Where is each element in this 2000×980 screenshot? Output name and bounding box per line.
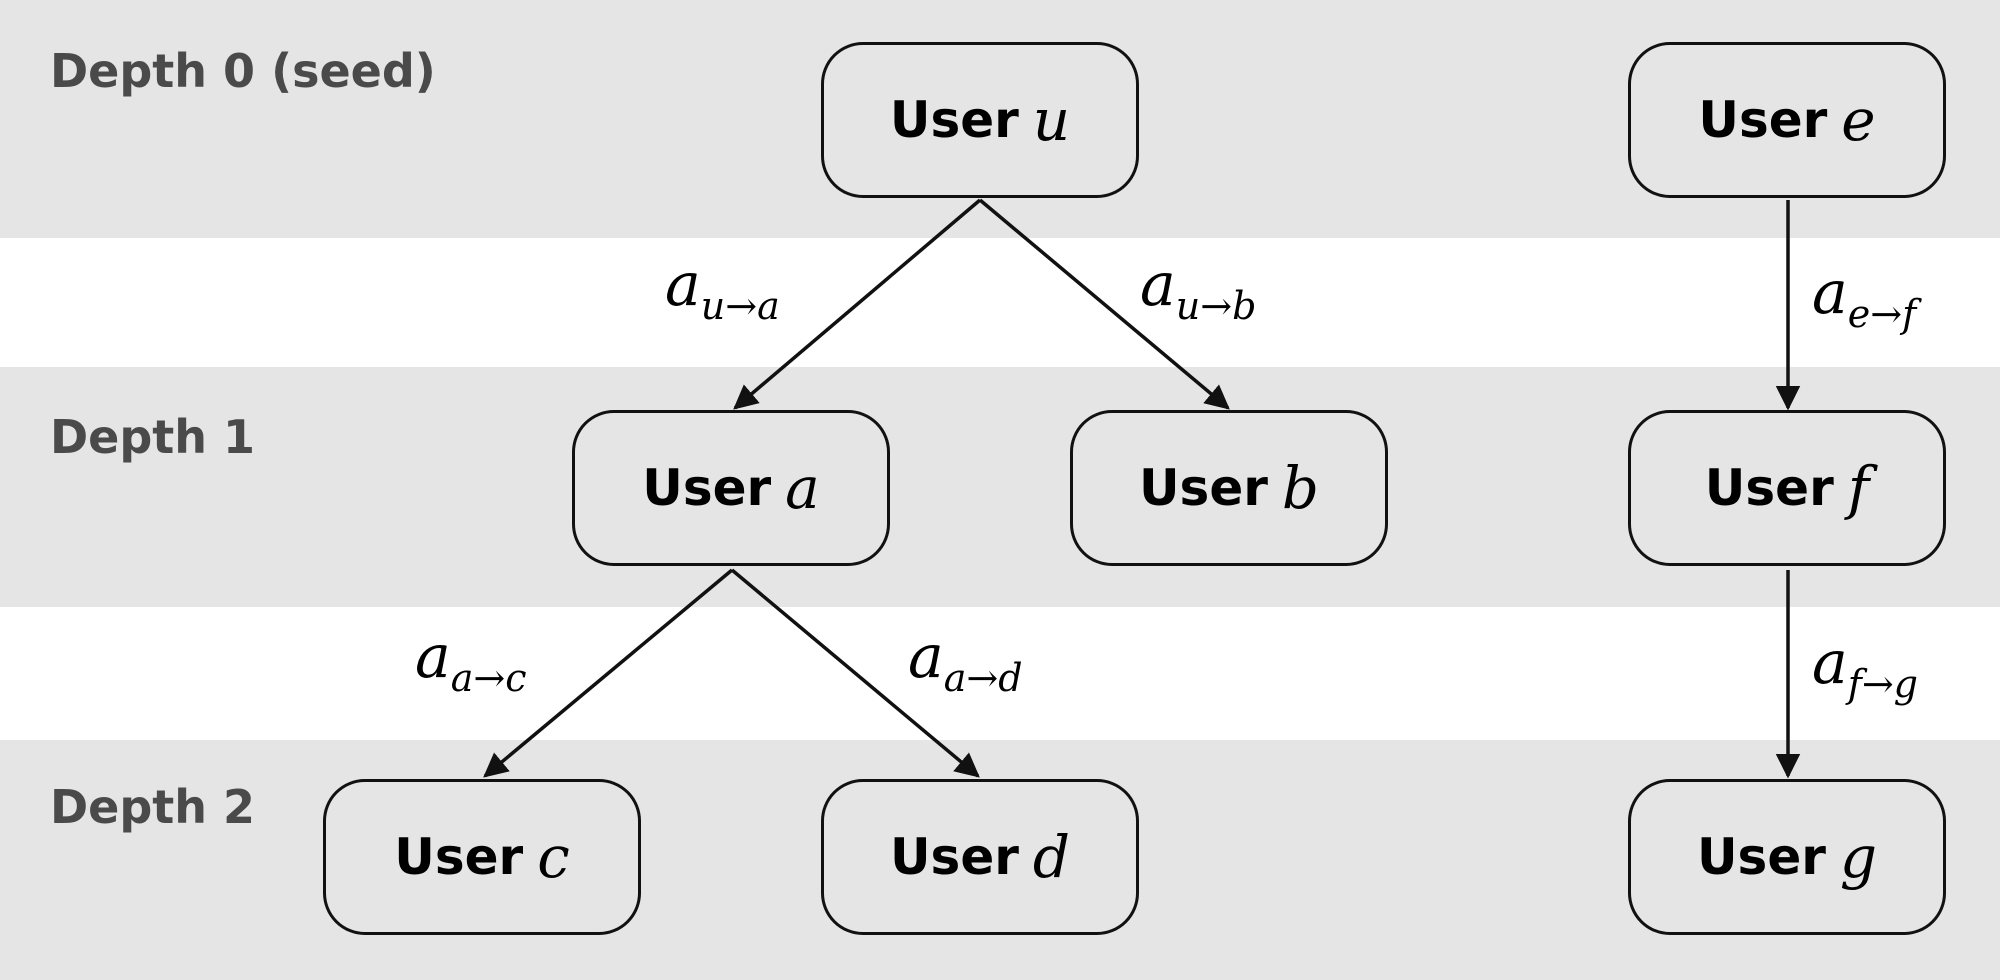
node-var: a: [785, 454, 820, 522]
edge-label-sub: u→a: [700, 284, 780, 328]
edge-u-b: [978, 198, 1230, 410]
depth-1-label: Depth 1: [50, 410, 256, 464]
node-word: User: [1138, 459, 1268, 517]
node-var: u: [1032, 86, 1071, 154]
node-var: f: [1847, 454, 1870, 522]
edge-label-a-c: aa→c: [415, 622, 527, 700]
edge-label-u-a: au→a: [665, 250, 780, 328]
edge-label-base: a: [1140, 250, 1176, 320]
node-var: d: [1032, 823, 1071, 891]
node-word: User: [889, 91, 1019, 149]
node-var: b: [1281, 454, 1320, 522]
edge-label-a-d: aa→d: [908, 622, 1023, 700]
edge-u-a: [733, 198, 982, 410]
edge-label-base: a: [1812, 628, 1848, 698]
node-word: User: [889, 828, 1019, 886]
node-var: e: [1841, 86, 1876, 154]
edge-label-sub: a→d: [943, 656, 1023, 700]
edge-label-sub: a→c: [450, 656, 527, 700]
edge-a-d: [730, 568, 980, 778]
node-var: c: [537, 823, 570, 891]
edge-label-base: a: [665, 250, 701, 320]
edge-label-base: a: [1812, 258, 1848, 328]
edge-label-base: a: [415, 622, 451, 692]
node-word: User: [1696, 828, 1826, 886]
edge-label-base: a: [908, 622, 944, 692]
edge-label-u-b: au→b: [1140, 250, 1256, 328]
node-word: User: [1698, 91, 1828, 149]
node-word: User: [394, 828, 524, 886]
node-word: User: [642, 459, 772, 517]
edge-label-sub: f→g: [1847, 662, 1919, 706]
depth-0-label: Depth 0 (seed): [50, 44, 436, 98]
edge-label-e-f: ae→f: [1812, 258, 1916, 336]
node-var: g: [1839, 823, 1878, 891]
depth-2-label: Depth 2: [50, 780, 256, 834]
edge-label-sub: u→b: [1175, 284, 1257, 328]
edge-a-c: [483, 568, 734, 778]
node-word: User: [1704, 459, 1834, 517]
edge-label-sub: e→f: [1847, 292, 1917, 336]
edge-label-f-g: af→g: [1812, 628, 1918, 706]
